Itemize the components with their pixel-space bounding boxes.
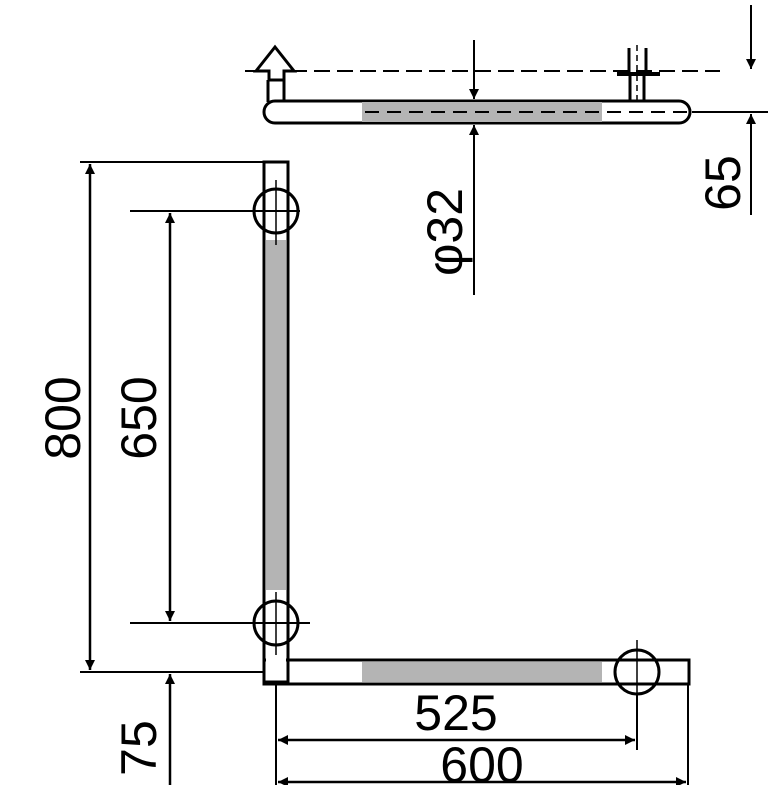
front-view: 800 650 75 525 600 [35, 160, 691, 785]
bottom-offset-label: 75 [111, 720, 167, 776]
projection-label: 65 [695, 155, 751, 211]
diameter-label: φ32 [417, 188, 473, 276]
mount-spacing-horizontal-label: 525 [414, 685, 497, 741]
left-mount-flange [252, 44, 298, 82]
overall-height-label: 800 [35, 376, 91, 459]
vertical-bar-grip [266, 240, 286, 590]
right-mount [613, 640, 661, 700]
mount-spacing-vertical-label: 650 [111, 376, 167, 459]
top-view: φ32 65 [245, 5, 768, 295]
overall-width-label: 600 [440, 737, 523, 785]
upper-mount [252, 180, 300, 245]
horizontal-bar-grip [362, 662, 602, 682]
